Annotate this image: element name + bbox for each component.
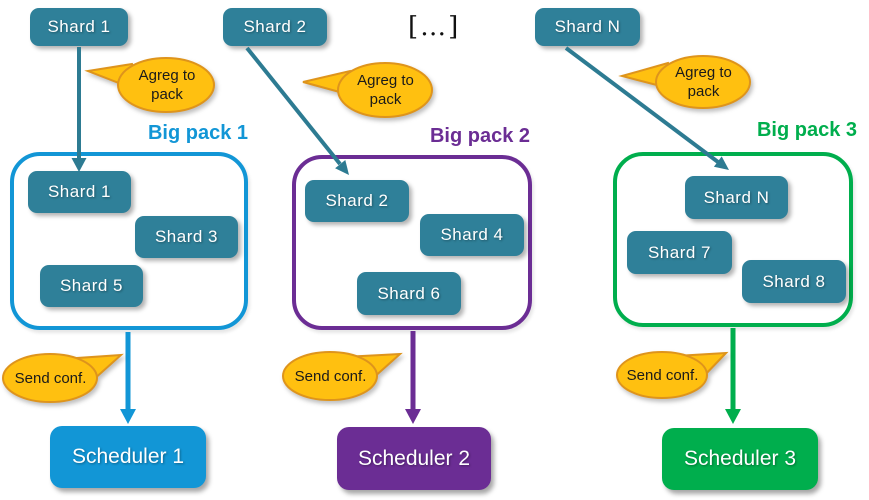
big-pack-label: Big pack 2: [429, 125, 530, 147]
big-pack-container-1: [10, 152, 248, 330]
send-callout-text: Send conf.: [294, 367, 367, 385]
send-callout-text: Send conf.: [626, 366, 699, 384]
agreg-callout-text: Agreg to pack: [121, 59, 213, 111]
pack-shard-node: Shard 2: [305, 180, 409, 222]
agreg-callout-text: Agreg to pack: [340, 64, 431, 116]
scheduler-node-3: Scheduler 3: [662, 428, 818, 490]
agreg-callout-line1: Agreg to: [357, 72, 414, 89]
pack-shard-node: Shard 7: [627, 231, 732, 274]
arrow-pack3-to-scheduler3: [725, 328, 741, 424]
agreg-callout-text: Agreg to pack: [658, 56, 749, 108]
send-callout-text: Send conf.: [14, 369, 87, 387]
pack-shard-node: Shard 5: [40, 265, 143, 307]
pack-shard-node: Shard 8: [742, 260, 846, 303]
pack-shard-node: Shard 3: [135, 216, 238, 258]
agreg-callout-line2: pack: [369, 91, 402, 108]
agreg-callout-line1: Agreg to: [138, 67, 196, 84]
ellipsis-indicator: […]: [408, 12, 461, 42]
source-shard-node: Shard 1: [30, 8, 128, 46]
scheduler-node-1: Scheduler 1: [50, 426, 206, 488]
big-pack-container-2: [292, 155, 532, 330]
arrow-pack1-to-scheduler1: [120, 332, 136, 424]
big-pack-label: Big pack 1: [147, 122, 248, 144]
source-shard-node: Shard 2: [223, 8, 327, 46]
pack-shard-node: Shard 6: [357, 272, 461, 315]
agreg-callout-line2: pack: [687, 83, 720, 100]
pack-shard-node: Shard 4: [420, 214, 524, 256]
source-shard-node: Shard N: [535, 8, 640, 46]
agreg-callout-line1: Agreg to: [675, 64, 732, 81]
pack-shard-node: Shard N: [685, 176, 788, 219]
big-pack-label: Big pack 3: [756, 119, 857, 141]
arrow-pack2-to-scheduler2: [405, 331, 421, 424]
agreg-callout-line2: pack: [151, 86, 183, 103]
pack-shard-node: Shard 1: [28, 171, 131, 213]
scheduler-node-2: Scheduler 2: [337, 427, 491, 490]
big-pack-container-3: [613, 152, 853, 327]
